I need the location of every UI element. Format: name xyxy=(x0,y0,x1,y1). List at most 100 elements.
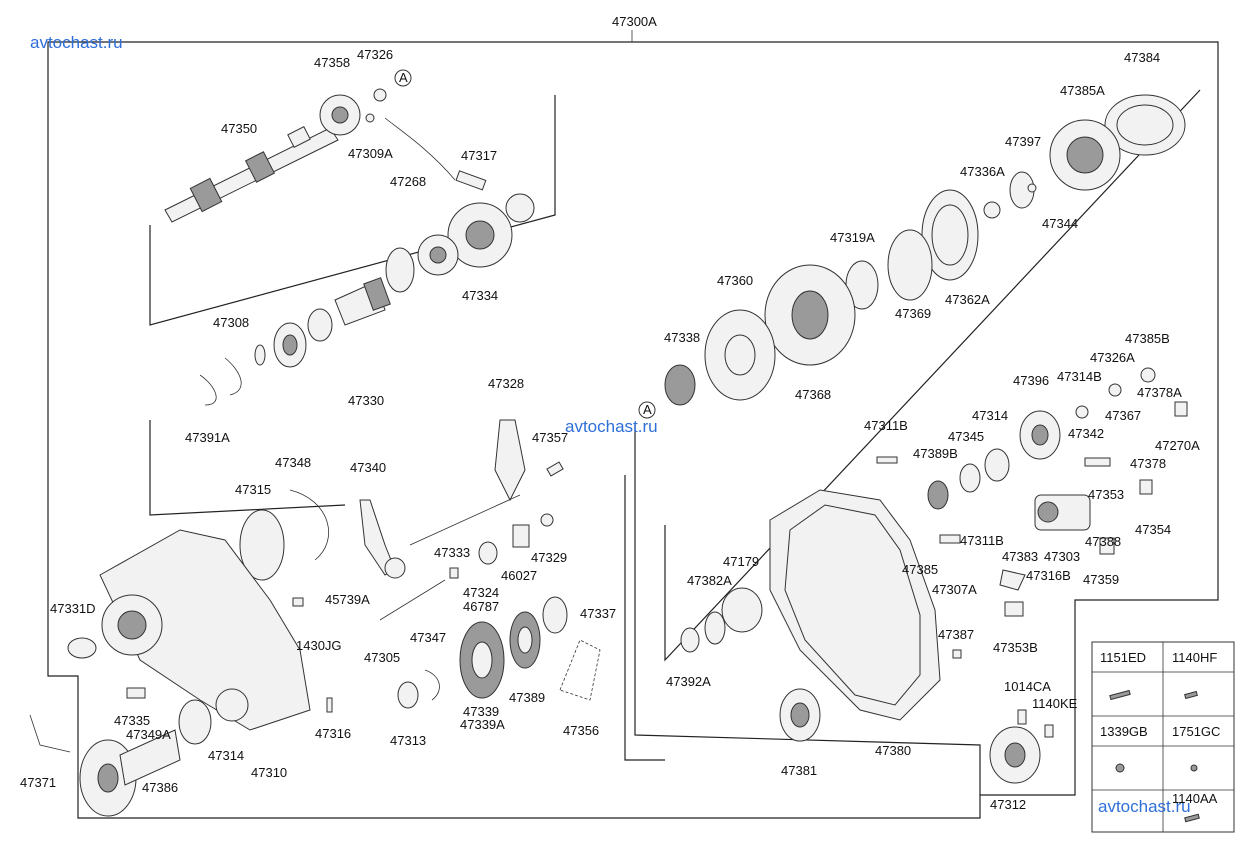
rear-case xyxy=(769,489,941,721)
label-47353B: 47353B xyxy=(993,640,1038,655)
seal-47314 xyxy=(178,699,212,745)
clip xyxy=(289,489,330,561)
label-47344: 47344 xyxy=(1042,216,1078,231)
bracket-47316B xyxy=(999,569,1026,591)
label-47311B-2: 47311B xyxy=(960,533,1004,548)
label-47308: 47308 xyxy=(213,315,249,330)
snap-ring-47369 xyxy=(887,229,933,301)
label-47329: 47329 xyxy=(531,550,567,565)
gear-47338 xyxy=(664,364,696,406)
shift-actuator xyxy=(1034,494,1091,531)
label-1140KE: 1140KE xyxy=(1032,696,1078,711)
label-46787: 46787 xyxy=(463,599,499,614)
pin xyxy=(540,513,554,527)
hose xyxy=(384,117,456,181)
label-ref-a-2: A xyxy=(643,402,652,417)
seal-47313 xyxy=(397,681,419,709)
label-47350: 47350 xyxy=(221,121,257,136)
snap-ring-47347 xyxy=(424,669,440,701)
bearing-47381 xyxy=(779,688,821,742)
fork-group-frame xyxy=(624,475,665,761)
label-47371: 47371 xyxy=(20,775,56,790)
driven-sprocket xyxy=(764,264,856,366)
label-47378: 47378 xyxy=(1130,456,1166,471)
companion-flange xyxy=(79,729,181,817)
label-47310: 47310 xyxy=(251,765,287,780)
label-47380: 47380 xyxy=(875,743,911,758)
label-47268: 47268 xyxy=(390,174,426,189)
label-47337: 47337 xyxy=(580,606,616,621)
vent-tube xyxy=(29,714,71,753)
bushing xyxy=(478,541,498,565)
planetary-carrier xyxy=(385,193,535,293)
label-47316: 47316 xyxy=(315,726,351,741)
label-47312: 47312 xyxy=(990,797,1026,812)
label-47358: 47358 xyxy=(314,55,350,70)
spring xyxy=(546,461,564,477)
label-47397: 47397 xyxy=(1005,134,1041,149)
mainshaft-group-frame xyxy=(149,95,556,326)
label-47349A: 47349A xyxy=(126,727,171,742)
label-47385: 47385 xyxy=(902,562,938,577)
input-shaft xyxy=(334,277,391,326)
watermark-bottom-right: avtochast.ru xyxy=(1098,797,1191,816)
pin-47316 xyxy=(326,697,333,713)
label-47353: 47353 xyxy=(1088,487,1124,502)
ball-47344 xyxy=(1027,183,1037,193)
label-47317: 47317 xyxy=(461,148,497,163)
bushing-47270A xyxy=(1174,401,1188,417)
label-47336A: 47336A xyxy=(960,164,1005,179)
nut-47326A xyxy=(1108,383,1122,397)
label-47339A: 47339A xyxy=(460,717,505,732)
label-47314B: 47314B xyxy=(1057,369,1102,384)
label-47388: 47388 xyxy=(1085,534,1121,549)
chain-group-frame xyxy=(664,89,1201,662)
fastener-table xyxy=(1091,641,1235,833)
plug-47387 xyxy=(952,649,962,659)
label-47309A: 47309A xyxy=(348,146,393,161)
label-47392A: 47392A xyxy=(666,674,711,689)
table-cell-1339GB: 1339GB xyxy=(1100,724,1148,739)
label-47389B: 47389B xyxy=(913,446,958,461)
label-47330: 47330 xyxy=(348,393,384,408)
label-47386: 47386 xyxy=(142,780,178,795)
shift-block xyxy=(512,524,530,548)
label-47387: 47387 xyxy=(938,627,974,642)
table-cell-1140HF: 1140HF xyxy=(1172,650,1217,665)
oil-pipe xyxy=(455,170,487,191)
bolt-1014CA xyxy=(1017,709,1027,725)
label-47381: 47381 xyxy=(781,763,817,778)
bolt-47311B xyxy=(876,456,898,464)
table-cell-1751GC: 1751GC xyxy=(1172,724,1220,739)
bearing-group-frame xyxy=(149,420,346,516)
label-47348: 47348 xyxy=(275,455,311,470)
bearing-set xyxy=(199,308,333,406)
drive-chain xyxy=(559,639,601,701)
label-47360: 47360 xyxy=(717,273,753,288)
detent xyxy=(449,567,459,579)
label-47338: 47338 xyxy=(664,330,700,345)
label-47378A: 47378A xyxy=(1137,385,1182,400)
plug-47335 xyxy=(126,687,146,699)
label-47331D: 47331D xyxy=(50,601,96,616)
speed-sensor-ring xyxy=(921,189,979,281)
label-47300A: 47300A xyxy=(612,14,657,29)
lever-47342 xyxy=(1084,457,1111,467)
sensor-47353B xyxy=(1004,601,1024,617)
label-47307A: 47307A xyxy=(932,582,977,597)
label-47316B: 47316B xyxy=(1026,568,1071,583)
flange xyxy=(319,94,361,136)
label-47354: 47354 xyxy=(1135,522,1171,537)
bolt-1140KE xyxy=(1044,724,1054,738)
output-flange xyxy=(1019,410,1061,460)
main-shaft xyxy=(164,126,339,223)
label-47311B: 47311B xyxy=(864,418,908,433)
label-47396: 47396 xyxy=(1013,373,1049,388)
clip-45739A xyxy=(292,597,304,607)
label-47391A: 47391A xyxy=(185,430,230,445)
shift-fork xyxy=(359,499,406,579)
label-47315: 47315 xyxy=(235,482,271,497)
rear-bearing xyxy=(1049,119,1121,191)
sensor-47354 xyxy=(1139,479,1153,495)
label-47368: 47368 xyxy=(795,387,831,402)
